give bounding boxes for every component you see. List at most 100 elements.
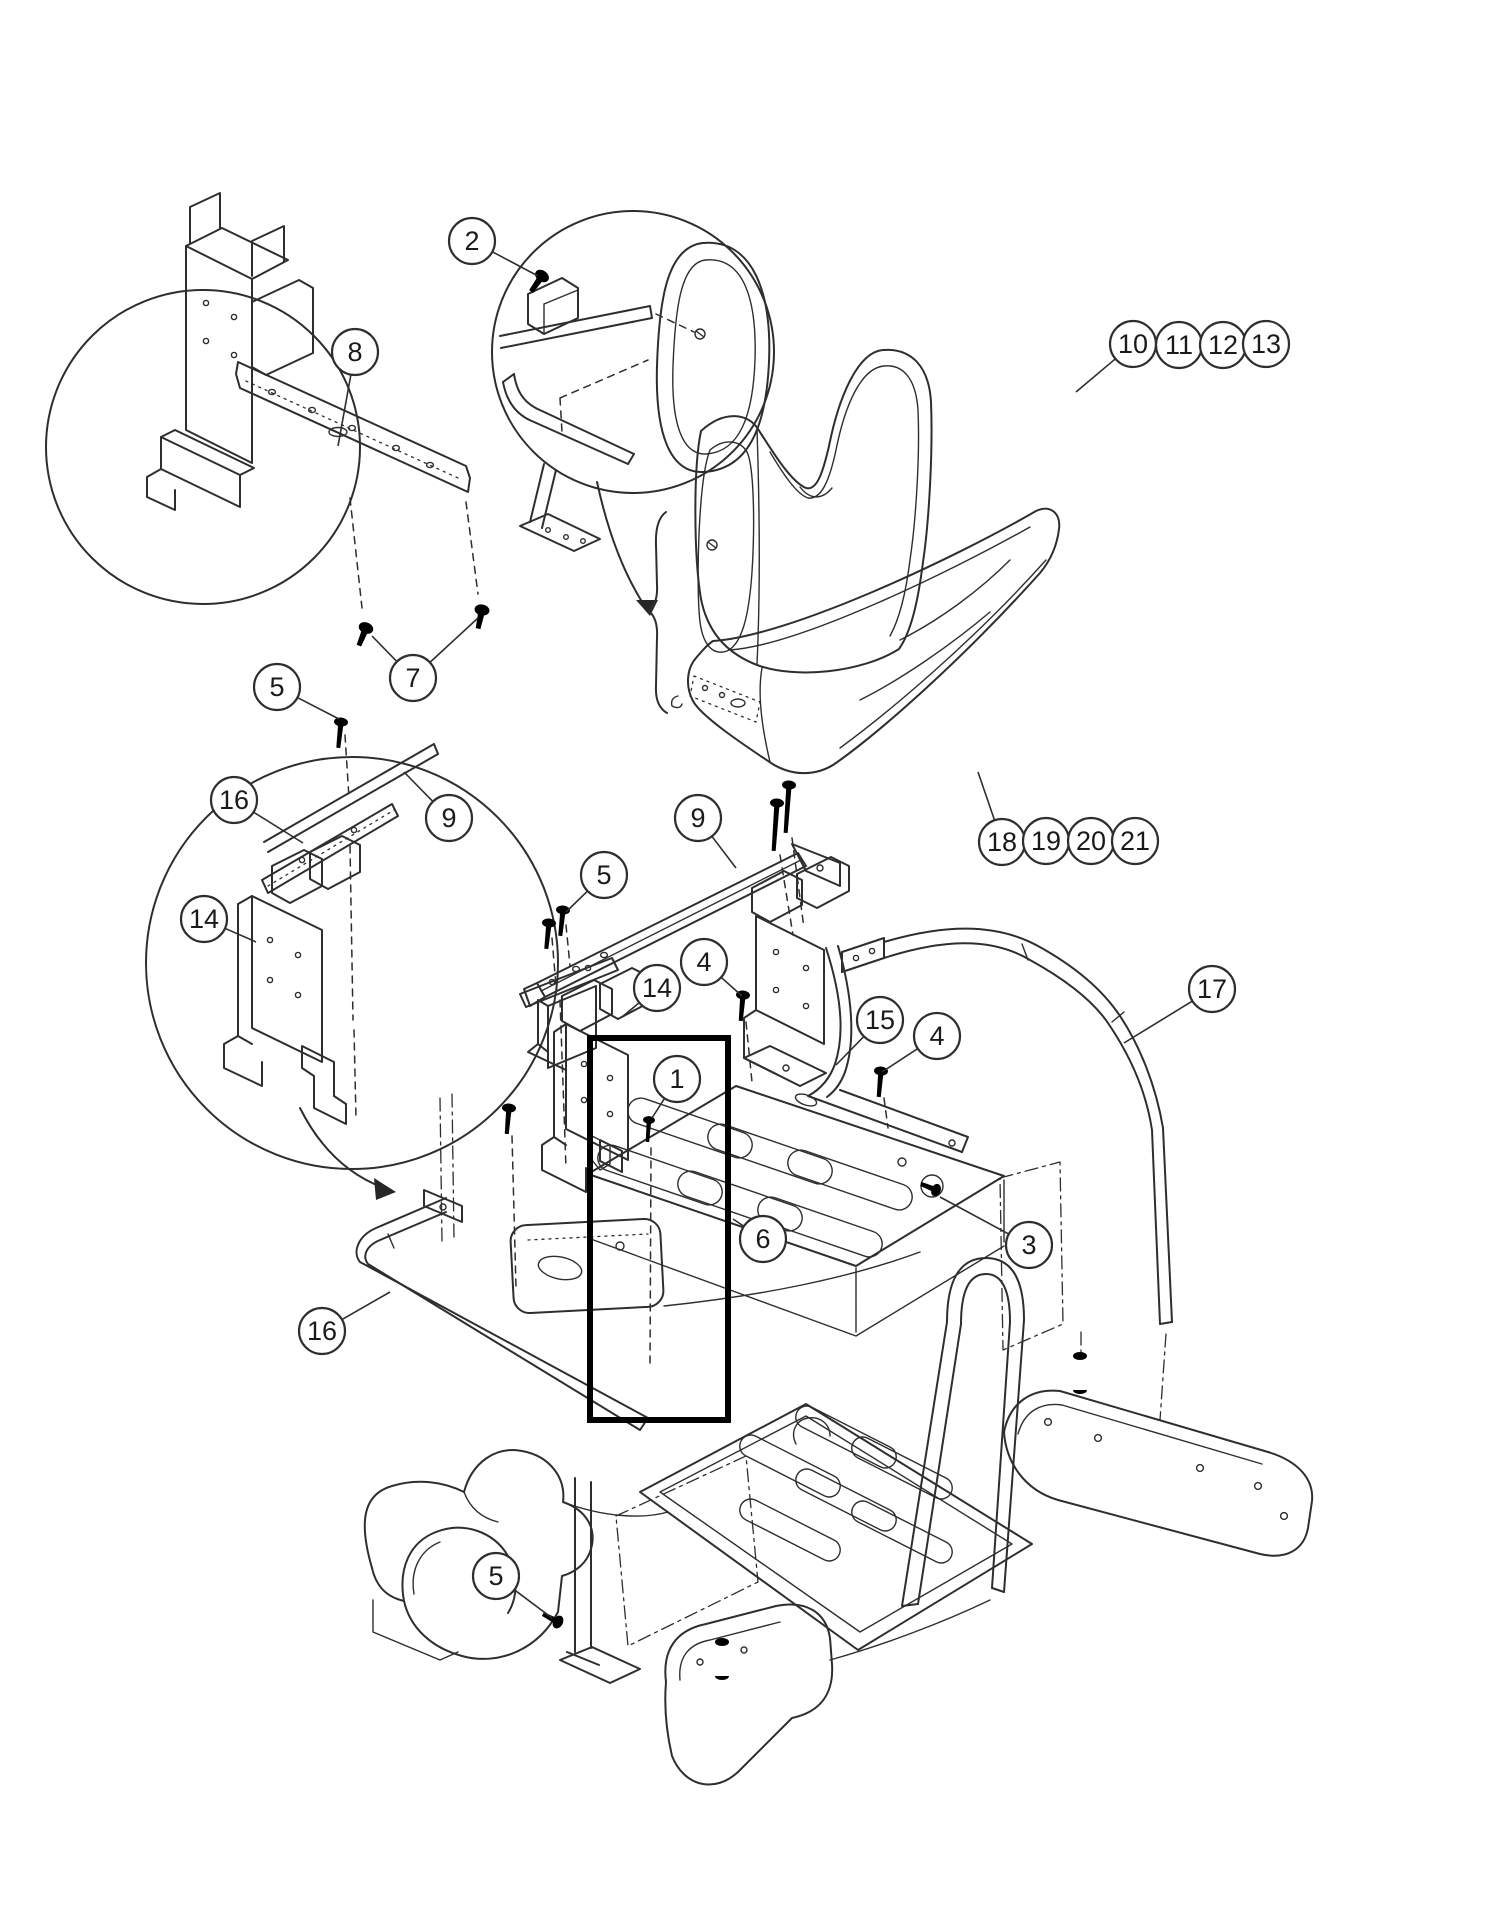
- callout-number: 17: [1197, 974, 1227, 1004]
- callout-circle: [679, 937, 729, 987]
- callout-circle: [447, 216, 497, 266]
- callout-number: 15: [865, 1005, 895, 1035]
- callout-11: 11: [1154, 320, 1204, 370]
- leader-line: [337, 374, 352, 447]
- callout-circle: [1110, 816, 1160, 866]
- leader-line: [403, 771, 434, 803]
- screw-part5-inset: [331, 716, 349, 749]
- grouping-brace: [648, 511, 668, 714]
- leader-line: [224, 927, 257, 943]
- callout-number: 8: [347, 337, 362, 367]
- callout-number: 3: [1021, 1230, 1036, 1260]
- rear-fender-right: [1003, 1389, 1314, 1557]
- callout-12: 12: [1198, 320, 1248, 370]
- rear-rail-left-part16: [355, 1189, 649, 1431]
- callout-circle: [673, 793, 723, 843]
- callout-14: 14: [179, 894, 257, 944]
- callout-15: 15: [835, 995, 905, 1066]
- callout-number: 9: [690, 803, 705, 833]
- callout-number: 12: [1208, 330, 1238, 360]
- inset-mounting-bracket-detail: [145, 734, 559, 1200]
- rear-rail-right-part17: [841, 927, 1173, 1421]
- callout-19: 19: [1021, 816, 1071, 866]
- leader-line: [253, 811, 304, 844]
- callout-number: 7: [405, 663, 420, 693]
- callout-3: 3: [939, 1196, 1054, 1270]
- callout-21: 21: [1110, 816, 1160, 866]
- callout-10: 10: [1075, 319, 1158, 393]
- callout-circle: [179, 894, 229, 944]
- detail-arrow: [596, 481, 647, 609]
- callout-number: 5: [596, 860, 611, 890]
- callout-number: 6: [755, 1224, 770, 1254]
- callout-9: 9: [673, 793, 737, 869]
- callout-circle: [1241, 319, 1291, 369]
- callout-1: 1: [651, 1054, 702, 1119]
- seat-backrest: [694, 348, 933, 674]
- leader-line: [341, 1291, 391, 1321]
- leader-line: [720, 976, 743, 997]
- callout-18: 18: [977, 771, 1027, 867]
- callout-5: 5: [471, 1551, 553, 1619]
- callout-circle: [209, 775, 259, 825]
- callout-circle: [252, 662, 302, 712]
- callout-16: 16: [297, 1291, 391, 1356]
- callout-20: 20: [1066, 816, 1116, 866]
- highlight-box-part1: [587, 1035, 731, 1423]
- callout-number: 18: [987, 827, 1017, 857]
- callout-number: 11: [1165, 330, 1193, 360]
- callout-9: 9: [403, 771, 474, 843]
- leader-line: [513, 1589, 553, 1619]
- callout-circle: [471, 1551, 521, 1601]
- center-seat-frame-assembly: [439, 837, 1064, 1369]
- callout-circle: [912, 1011, 962, 1061]
- leader-line: [429, 617, 479, 663]
- callout-circle: [388, 653, 438, 703]
- callout-circle: [1004, 1220, 1054, 1270]
- bench-seat-assembly: [648, 348, 1061, 775]
- bumper-post: [715, 1638, 729, 1680]
- seat-cushion: [687, 507, 1061, 775]
- detail-arrow: [299, 1107, 385, 1189]
- fender-post: [1073, 1352, 1087, 1394]
- leader-line: [939, 1196, 1010, 1235]
- leader-line: [977, 771, 996, 821]
- screw-part5-a: [539, 917, 557, 950]
- callout-13: 13: [1241, 319, 1291, 369]
- inset-backrest-frame-detail: [491, 210, 775, 616]
- callout-number: 5: [488, 1561, 503, 1591]
- callout-circle: [297, 1306, 347, 1356]
- callout-number: 14: [189, 904, 219, 934]
- leader-line: [881, 1047, 919, 1073]
- support-bracket-part15: [807, 947, 963, 1153]
- callout-circle: [330, 327, 380, 377]
- callout-number: 21: [1120, 826, 1150, 856]
- hinge-plate-part8: [235, 361, 471, 493]
- callout-7: 7: [371, 617, 479, 703]
- callout-circle: [855, 995, 905, 1045]
- callout-number: 19: [1031, 826, 1061, 856]
- backrest-pad: [655, 241, 771, 474]
- callout-4: 4: [679, 937, 743, 997]
- callout-number: 5: [269, 672, 284, 702]
- callout-circle: [652, 1054, 702, 1104]
- callout-number: 1: [669, 1064, 684, 1094]
- leader-line: [491, 251, 539, 277]
- floor-pan: [639, 1403, 1033, 1651]
- screw-part5-c: [499, 1102, 517, 1135]
- callout-6: 6: [732, 1214, 788, 1264]
- leader-line: [1123, 1000, 1193, 1044]
- screw-part7-right: [470, 603, 491, 631]
- inset-hinge-bracket-detail: [45, 192, 479, 609]
- screw-part7-left: [351, 620, 376, 649]
- screw-part4-b: [871, 1065, 889, 1098]
- leader-line: [835, 1035, 865, 1066]
- callout-number: 20: [1076, 826, 1106, 856]
- callout-5: 5: [565, 850, 629, 913]
- callout-number: 9: [441, 803, 456, 833]
- callout-number: 16: [307, 1316, 337, 1346]
- leader-line: [651, 1097, 666, 1119]
